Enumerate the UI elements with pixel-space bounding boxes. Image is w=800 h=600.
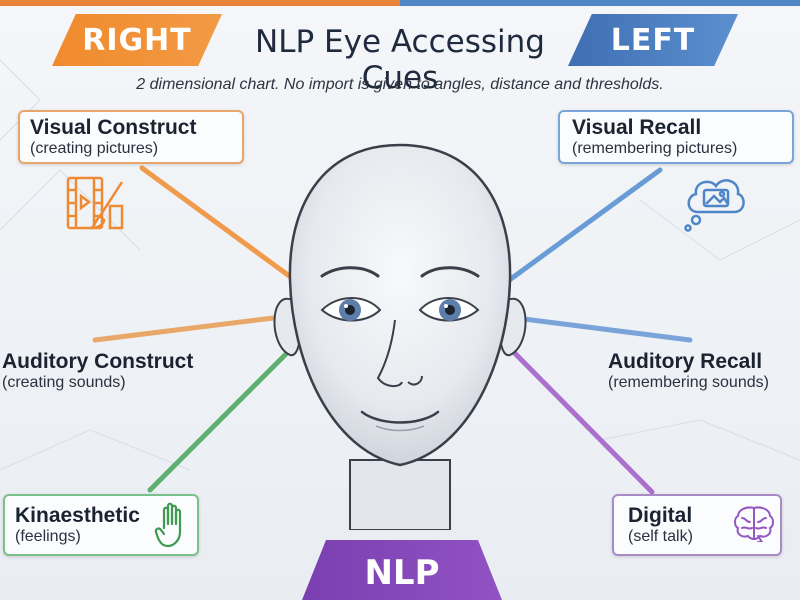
kinaesthetic-title: Kinaesthetic <box>15 504 140 527</box>
auditory-construct-label: Auditory Construct (creating sounds) <box>2 350 193 392</box>
right-banner: RIGHT <box>52 14 222 66</box>
visual-recall-desc: (remembering pictures) <box>572 140 738 157</box>
visual-recall-title: Visual Recall <box>572 116 702 139</box>
film-paintbrush-icon <box>66 176 124 230</box>
visual-construct-box: Visual Construct (creating pictures) <box>18 110 244 164</box>
brain-icon <box>734 506 774 542</box>
auditory-recall-title: Auditory Recall <box>608 350 763 373</box>
right-banner-label: RIGHT <box>82 22 192 58</box>
top-accent-bar <box>0 0 800 6</box>
kinaesthetic-desc: (feelings) <box>15 528 81 545</box>
ray-visual-recall <box>479 167 663 303</box>
page-title: NLP Eye Accessing Cues <box>255 24 545 96</box>
auditory-construct-title: Auditory Construct <box>2 350 194 373</box>
visual-construct-desc: (creating pictures) <box>30 140 159 157</box>
head-illustration <box>273 143 527 530</box>
visual-recall-box: Visual Recall (remembering pictures) <box>558 110 794 164</box>
left-banner: LEFT <box>568 14 738 66</box>
visual-construct-title: Visual Construct <box>30 116 197 139</box>
hand-icon <box>154 502 182 548</box>
nlp-badge: NLP <box>302 540 502 600</box>
digital-desc: (self talk) <box>628 528 693 545</box>
left-banner-label: LEFT <box>610 22 696 58</box>
digital-title: Digital <box>628 504 693 527</box>
auditory-recall-desc: (remembering sounds) <box>608 374 769 391</box>
nlp-badge-label: NLP <box>364 553 440 593</box>
auditory-construct-desc: (creating sounds) <box>2 374 126 391</box>
thought-bubble-picture-icon <box>684 179 745 232</box>
auditory-recall-label: Auditory Recall (remembering sounds) <box>608 350 800 392</box>
page-subtitle: 2 dimensional chart. No import is given … <box>136 76 664 93</box>
